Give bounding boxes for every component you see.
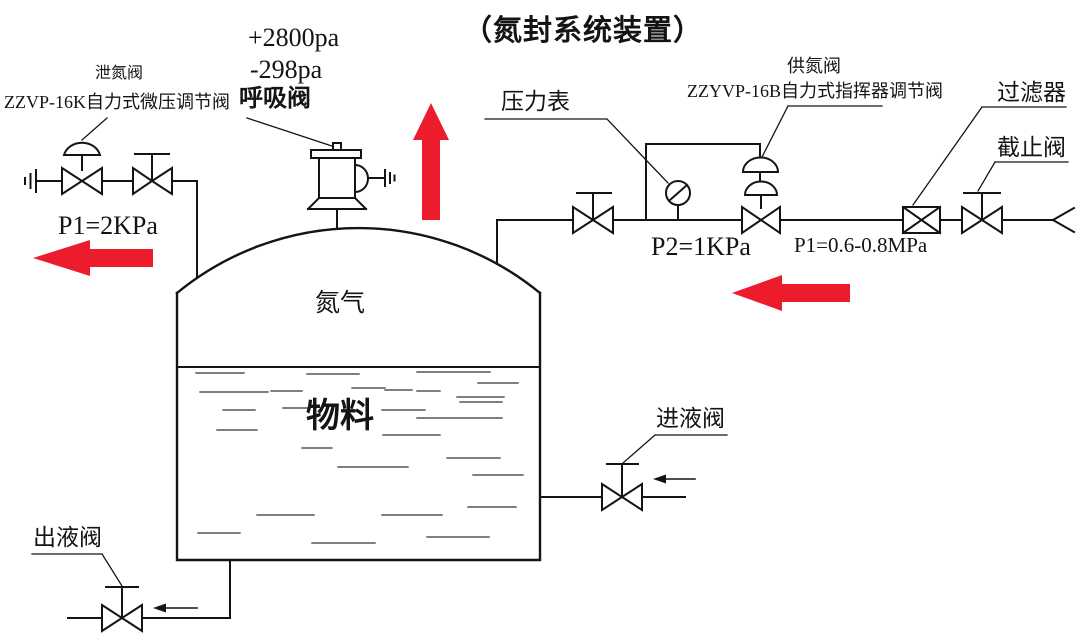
outlet-valve-leader <box>31 553 123 587</box>
tank-vessel <box>175 226 542 562</box>
p2-setpoint-value: P2=1KPa <box>651 232 751 261</box>
pressure-gauge-leader <box>484 118 669 184</box>
p1-supply-value: P1=0.6-0.8MPa <box>794 233 928 257</box>
nitrogen-relief-valve <box>61 141 103 196</box>
vent-valve-leader <box>81 117 108 141</box>
liquid-surface-dashes <box>195 371 524 544</box>
outlet-valve-label: 出液阀 <box>33 525 102 550</box>
pressure-gauge-symbol <box>665 180 691 221</box>
pipe-end-break <box>1051 206 1076 234</box>
filter-label: 过滤器 <box>997 80 1066 105</box>
nitrogen-supply-valve <box>741 156 781 235</box>
breather-valve-leader <box>246 117 333 147</box>
supply-direction-arrow <box>732 275 850 311</box>
pressure-setpoint-positive: +2800pa <box>248 23 340 52</box>
breather-valve-symbol <box>306 142 396 230</box>
stop-valve-leader <box>977 161 1069 192</box>
stop-valve-symbol <box>961 192 1003 235</box>
outlet-flow-arrow <box>153 603 198 613</box>
supply-valve-leader <box>761 105 883 158</box>
supply-gate-valve <box>572 192 614 235</box>
vent-valve-name: 泄氮阀 <box>95 65 144 82</box>
inlet-valve-symbol <box>601 463 643 512</box>
vent-direction-arrow <box>33 240 153 276</box>
vent-pipe-to-tank <box>171 180 198 279</box>
vent-gate-valve <box>132 153 173 196</box>
vent-valve-model: ZZVP-16K自力式微压调节阀 <box>4 92 230 112</box>
stop-valve-label: 截止阀 <box>997 135 1066 160</box>
inlet-valve-leader <box>622 434 728 464</box>
supply-valve-name: 供氮阀 <box>787 56 841 76</box>
filter-symbol <box>901 205 942 235</box>
vent-ground-symbol <box>24 169 37 193</box>
supply-valve-model: ZZYVP-16B自力式指挥器调节阀 <box>687 81 943 101</box>
breather-valve-label: 呼吸阀 <box>239 86 311 112</box>
outlet-valve-symbol <box>101 586 143 633</box>
nitrogen-gas-label: 氮气 <box>315 290 366 317</box>
pressure-gauge-label: 压力表 <box>501 89 570 114</box>
pressure-setpoint-negative: -298pa <box>250 55 323 84</box>
diagram-title: （氮封系统装置） <box>463 15 704 47</box>
breather-direction-arrow <box>413 103 449 220</box>
inlet-valve-label: 进液阀 <box>656 406 725 431</box>
pilot-sensing-line <box>645 143 761 221</box>
outlet-pipe <box>67 559 231 619</box>
p1-left-value: P1=2KPa <box>58 211 158 240</box>
inlet-flow-arrow <box>653 474 696 484</box>
material-label: 物料 <box>306 398 374 435</box>
filter-leader <box>912 106 1067 206</box>
